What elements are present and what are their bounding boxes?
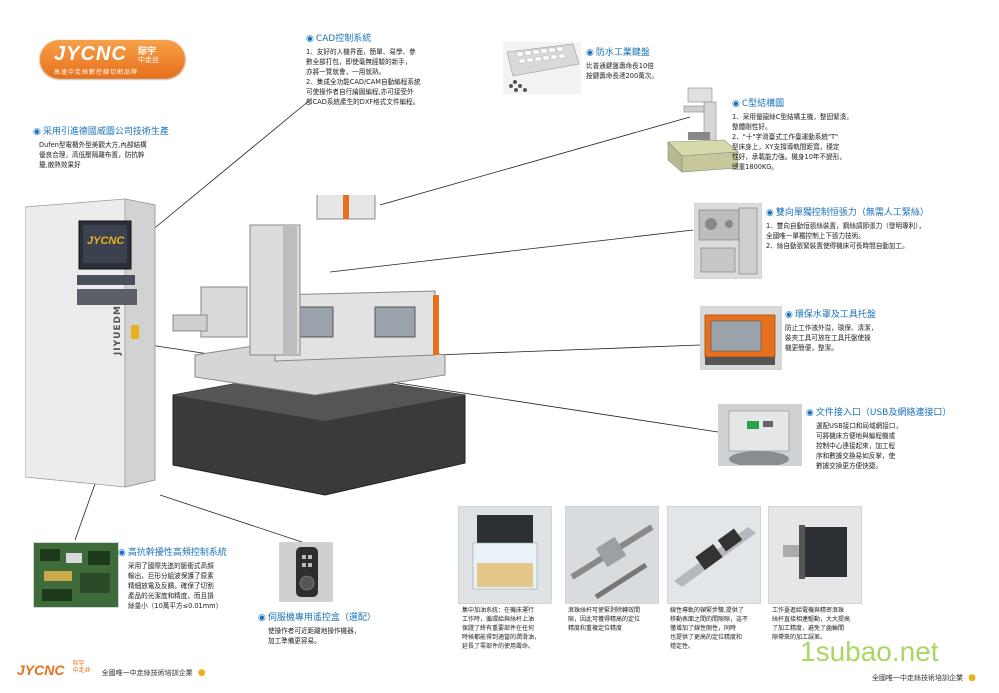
feature-usb: ◉文件接入口（USB及網絡連接口） 選配USB接口和局域網接口， 可將機床方便地… [806, 405, 951, 471]
circuit-board-icon [40, 549, 110, 601]
footer-right: 全國唯一中走絲技術培訓企業 ● [872, 665, 976, 684]
feature-tension: ◉雙向單獨控制恒張力（無需人工緊絲） 1、雙向自動恒張絲裝置，鋼絲調節張力（發明… [766, 205, 929, 251]
feature-remote: ◉伺服機專用遙控盒（選配） 使操作者可近距離地操作機器， 加工準備更容易。 [258, 610, 376, 646]
ball-screw-icon [570, 524, 654, 600]
usb-photo [718, 404, 802, 467]
component-caption-rail: 線性導軌的頓緊步驟,提供了 移動表面之間的間隙隙，這不 僅增加了線性剛性，同時 … [670, 607, 749, 650]
component-card-oil [458, 506, 552, 604]
bullet-icon: ◉ [806, 408, 814, 418]
keyboard-icon [506, 43, 580, 92]
bullet-icon: ◉ [118, 548, 126, 558]
feature-tension-title: 雙向單獨控制恒張力（無需人工緊絲） [775, 208, 929, 218]
bullet-icon: ◉ [586, 48, 594, 58]
c-frame-photo [664, 84, 742, 176]
component-card-ballscrew [565, 506, 659, 604]
bullet-icon: ◉ [732, 99, 740, 109]
feature-remote-title: 伺服機專用遙控盒（選配） [267, 613, 376, 623]
footer-brand: JYCNC [17, 662, 65, 678]
screen-brand: JYCNC [87, 235, 125, 247]
component-caption-motor: 工作臺進給電機與精密滾珠 絲杆直接相連驅動，大大提高 了加工精度，避免了齒輪間 … [772, 607, 851, 641]
tension-photo [694, 203, 762, 279]
feature-c-frame-body: 1、采用優龍絲C型結構主機，整固緊湊， 整體剛性好。 2、"十"字滑臺式工作臺運… [732, 113, 853, 171]
cabinet-brand: JIYUEDM [113, 305, 123, 356]
feature-tech-title: 采用引進德國威圖公司技術生產 [42, 127, 169, 137]
feature-keyboard-title: 防水工業鍵盤 [595, 48, 650, 58]
feature-hf-title: 高抗幹擾性高頻控制系統 [127, 548, 227, 558]
usb-port-icon [728, 410, 790, 467]
feature-cover-title: 環保水罩及工具托盤 [794, 310, 876, 320]
remote-photo [279, 542, 333, 602]
feature-usb-title: 文件接入口（USB及網絡連接口） [815, 408, 952, 418]
remote-control-icon [296, 547, 318, 597]
globe-icon: ● [197, 668, 206, 678]
bullet-icon: ◉ [766, 208, 774, 218]
feature-c-frame-title: C型結構圖 [741, 99, 785, 109]
logo-cn-sub: 中走丝 [138, 56, 159, 64]
logo-cn-name: 际宇 [138, 47, 157, 57]
logo-brand-text: JYCNC [54, 43, 127, 65]
feature-cad-title: CAD控制系統 [315, 34, 372, 44]
component-card-rail [667, 506, 761, 604]
feature-cover: ◉環保水罩及工具托盤 防止工作液外溢，環保、清潔， 裝夾工具可放在工具托盤使操 … [785, 307, 877, 353]
c-frame-icon [667, 87, 739, 173]
feature-tech: ◉采用引進德國威圖公司技術生產 Dufen型電櫃外型美觀大方,內部結構 優良合理… [33, 124, 169, 170]
feature-tech-body: Dufen型電櫃外型美觀大方,內部結構 優良合理，高低壓隔離布置，防抗幹 擾,散… [39, 141, 147, 169]
footer-cn-name: 际宇 [72, 660, 85, 667]
water-cover-icon [704, 314, 776, 365]
hf-board-photo [33, 542, 119, 608]
cover-photo [700, 306, 782, 370]
stepper-motor-icon [783, 525, 847, 579]
linear-guide-icon [674, 527, 756, 587]
footer-left: JYCNC 际宇 中走丝 全國唯一中走絲技術培訓企業 ● [17, 660, 206, 679]
footer-cn-sub: 中走丝 [72, 667, 91, 674]
feature-tension-body: 1、雙向自動恒張絲裝置，鋼絲調節張力（發明專利）， 全國唯一單獨控制上下張力技術… [766, 222, 926, 250]
feature-cad: ◉CAD控制系統 1、友好的人機界面，簡單、易學、參 數全部打包，即使毫無經驗的… [306, 31, 421, 107]
bullet-icon: ◉ [258, 613, 266, 623]
component-card-motor [768, 506, 862, 604]
tension-device-icon [698, 207, 758, 275]
feature-hf: ◉高抗幹擾性高頻控制系統 采用了國際先進的脈衝式高頻 輸出，巨形分組波保護了原素… [118, 545, 227, 611]
feature-remote-body: 使操作者可近距離地操作機器， 加工準備更容易。 [268, 627, 361, 645]
keyboard-photo [503, 42, 581, 94]
feature-cad-body: 1、友好的人機界面，簡單、易學、參 數全部打包，即使毫無經驗的新手， 亦將一覽就… [306, 48, 421, 106]
footer-right-tagline: 全國唯一中走絲技術培訓企業 [872, 674, 963, 682]
oil-pump-icon [472, 515, 538, 590]
component-caption-ballscrew: 滾珠絲杆可使緊剥除轉效間 隙，因此可獲得精高的定位 精度和重複定位精度 [568, 607, 641, 632]
feature-cover-body: 防止工作液外溢，環保、清潔， 裝夾工具可放在工具托盤使操 機更簡便，整潔。 [785, 324, 878, 352]
bullet-icon: ◉ [306, 34, 314, 44]
logo-slogan: 高速中走絲數控線切割品牌 [54, 69, 139, 76]
edm-machine-icon [24, 130, 466, 496]
feature-keyboard: ◉防水工業鍵盤 比普通鍵盤壽命長10倍 按鍵壽命長達200萬次。 [586, 45, 658, 81]
feature-usb-body: 選配USB接口和局域網接口， 可將機床方便地與編程機或 控制中心連接起來，加工程… [816, 422, 903, 470]
feature-c-frame: ◉C型結構圖 1、采用優龍絲C型結構主機，整固緊湊， 整體剛性好。 2、"十"字… [732, 96, 853, 172]
brand-logo: JYCNC 际宇 中走丝 高速中走絲數控線切割品牌 [40, 40, 185, 78]
feature-keyboard-body: 比普通鍵盤壽命長10倍 按鍵壽命長達200萬次。 [586, 62, 658, 80]
feature-hf-body: 采用了國際先進的脈衝式高頻 輸出，巨形分組波保護了原素 精細放電及反饋。確保了切… [128, 562, 223, 610]
head-label: JYCNC [363, 167, 380, 173]
bullet-icon: ◉ [785, 310, 793, 320]
footer-tagline: 全國唯一中走絲技術培訓企業 [101, 669, 193, 677]
globe-icon: ● [968, 673, 976, 683]
bullet-icon: ◉ [33, 127, 41, 137]
edm-machine-illustration: JIYUEDM JYCNC JYCNC [24, 130, 475, 500]
watermark: 1subao.net [800, 636, 939, 667]
component-caption-oil: 集中加油系統：在機床運行 工作時，循環給與絲杆上油 保證了終有重要部件在任何 時… [462, 607, 541, 650]
